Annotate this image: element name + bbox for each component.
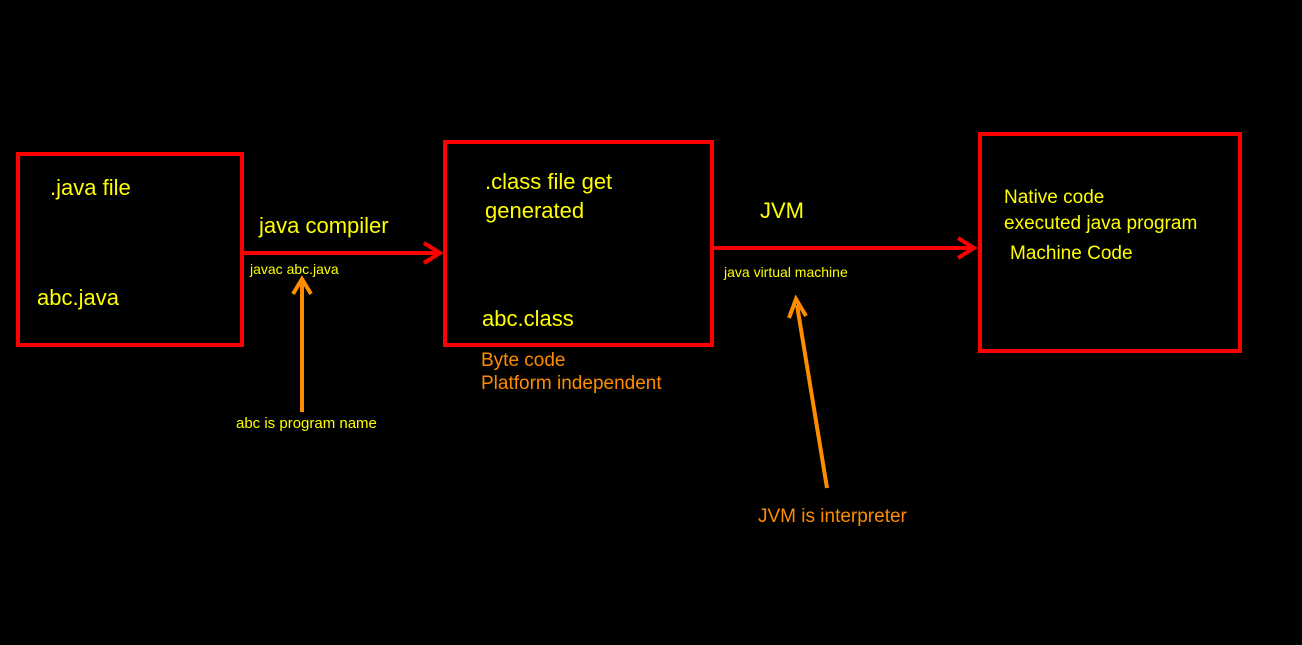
compiler-command: javac abc.java xyxy=(250,261,339,277)
compiler-arrow xyxy=(244,241,444,265)
class-box-filename: abc.class xyxy=(482,306,574,331)
native-box-line1: Native code xyxy=(1004,187,1105,208)
class-box-title-line2: generated xyxy=(485,198,585,223)
jvm-interpreter-note: JVM is interpreter xyxy=(758,506,907,527)
native-code-box xyxy=(978,132,1242,353)
bytecode-note-line2: Platform independent xyxy=(481,373,662,394)
program-name-pointer-arrow xyxy=(291,275,313,412)
source-box-title: .java file xyxy=(50,175,131,200)
jvm-arrow xyxy=(714,236,978,260)
jvm-label: JVM xyxy=(760,198,804,223)
class-file-box xyxy=(443,140,714,347)
source-box-filename: abc.java xyxy=(37,285,119,310)
jvm-sublabel: java virtual machine xyxy=(724,264,848,280)
compiler-label: java compiler xyxy=(259,213,389,238)
native-box-line2: executed java program xyxy=(1004,213,1198,234)
source-file-box xyxy=(16,152,244,347)
native-box-line3: Machine Code xyxy=(1010,243,1133,264)
interpreter-pointer-arrow xyxy=(787,294,829,489)
bytecode-note-line1: Byte code xyxy=(481,350,566,371)
program-name-note: abc is program name xyxy=(236,415,377,432)
class-box-title-line1: .class file get xyxy=(485,169,613,194)
